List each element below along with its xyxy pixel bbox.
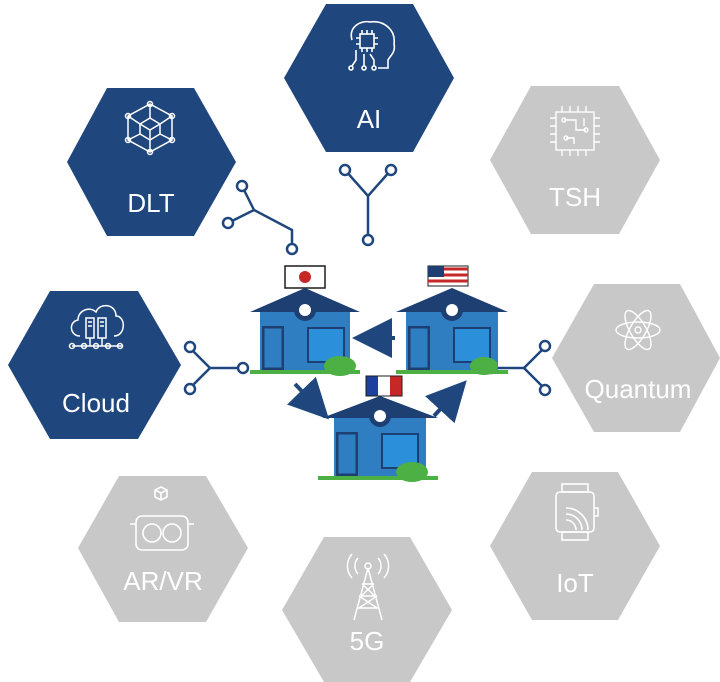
hex-dlt[interactable]: DLT <box>67 88 236 236</box>
hex-5g[interactable]: 5G <box>282 537 452 682</box>
house-japan <box>250 265 360 376</box>
house-usa <box>396 265 508 375</box>
house-building <box>318 396 438 482</box>
hex-cloud[interactable]: Cloud <box>8 291 181 439</box>
hex-ai[interactable]: AI <box>284 4 454 152</box>
france-flag-icon <box>365 375 403 397</box>
vr-headset-icon <box>130 486 194 551</box>
house-building <box>396 288 508 375</box>
hex-arvr-shape <box>78 476 248 622</box>
hex-5g-label: 5G <box>350 626 385 656</box>
hex-iot-label: IoT <box>556 568 594 598</box>
hex-dlt-shape <box>67 88 236 236</box>
arrow-japan-to-france <box>286 376 330 420</box>
hex-5g-shape <box>282 537 452 682</box>
house-building <box>250 288 360 376</box>
hex-arvr[interactable]: AR/VR <box>78 476 248 622</box>
network-cube-icon <box>124 100 176 156</box>
connector-cloud <box>183 340 250 396</box>
hex-dlt-label: DLT <box>127 188 174 218</box>
hex-quantum-label: Quantum <box>585 374 692 404</box>
brain-chip-icon <box>348 20 396 71</box>
hex-quantum[interactable]: Quantum <box>552 284 720 432</box>
hex-iot[interactable]: IoT <box>490 472 660 620</box>
connector-ai <box>338 163 398 247</box>
hex-tsh-label: TSH <box>549 182 601 212</box>
hex-cloud-label: Cloud <box>62 388 130 418</box>
atom-icon <box>615 309 661 351</box>
arrow-france-to-usa <box>425 380 467 424</box>
connector-dlt <box>221 179 299 256</box>
hex-iot-shape <box>490 472 660 620</box>
hex-ai-shape <box>284 4 454 152</box>
cloud-server-icon <box>68 304 124 350</box>
arrows <box>286 318 467 424</box>
house-france <box>318 375 438 482</box>
usa-flag-icon <box>427 265 469 287</box>
smartwatch-icon <box>555 483 599 541</box>
circuit-board-icon <box>550 106 600 156</box>
japan-flag-icon <box>284 265 326 289</box>
antenna-tower-icon <box>346 553 390 621</box>
hex-quantum-shape <box>552 284 720 432</box>
hex-arvr-label: AR/VR <box>123 566 202 596</box>
hex-tsh[interactable]: TSH <box>490 86 660 234</box>
hex-ai-label: AI <box>357 104 382 134</box>
hex-cloud-shape <box>8 291 181 439</box>
hex-tsh-shape <box>490 86 660 234</box>
